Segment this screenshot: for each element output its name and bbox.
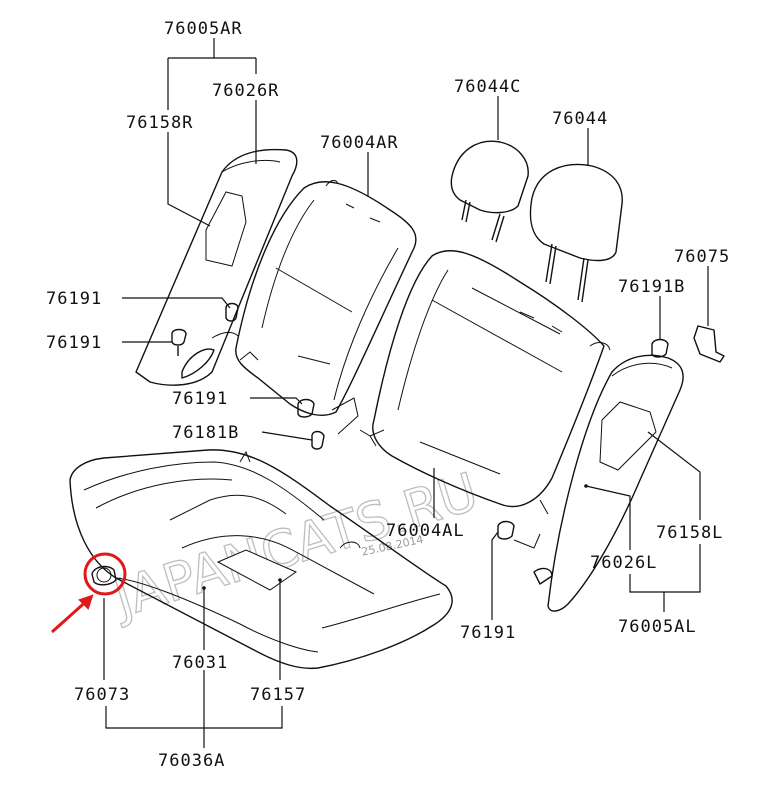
headrest-large <box>529 163 623 303</box>
part-label-76181B: 76181B <box>172 423 239 443</box>
part-label-76158L: 76158L <box>656 523 723 543</box>
part-label-76075: 76075 <box>674 247 730 267</box>
part-label-76191-b: 76191 <box>46 333 102 353</box>
part-label-76026R: 76026R <box>212 81 279 101</box>
part-label-76044: 76044 <box>552 109 608 129</box>
leader-dot <box>278 578 282 582</box>
part-label-76036A: 76036A <box>158 751 225 771</box>
seat-cushion <box>69 449 453 670</box>
part-label-76191-c: 76191 <box>172 389 228 409</box>
part-label-76158R: 76158R <box>126 113 193 133</box>
part-label-76005AL: 76005AL <box>618 617 697 637</box>
backrest-right <box>235 179 417 416</box>
clip-part-76073 <box>50 552 127 634</box>
highlight-circle <box>83 552 127 596</box>
headrest-small <box>450 140 529 243</box>
side-panel-left <box>533 354 684 612</box>
watermark-text: JAPANCATS.RU <box>105 462 485 630</box>
part-label-76031: 76031 <box>172 653 228 673</box>
backrest-left <box>359 249 611 515</box>
leader-dot <box>584 484 588 488</box>
part-label-76004AR: 76004AR <box>320 133 399 153</box>
part-label-76004AL: 76004AL <box>386 521 465 541</box>
part-label-76026L: 76026L <box>590 553 657 573</box>
leader-dot <box>202 586 206 590</box>
part-label-76044C: 76044C <box>454 77 521 97</box>
hardware-parts <box>171 302 725 549</box>
side-panel-right <box>135 148 298 386</box>
part-label-76191-a: 76191 <box>46 289 102 309</box>
leader-lines <box>103 38 709 748</box>
part-label-76191-d: 76191 <box>460 623 516 643</box>
part-label-76073: 76073 <box>74 685 130 705</box>
part-label-76157: 76157 <box>250 685 306 705</box>
part-label-76005AR: 76005AR <box>164 19 243 39</box>
part-label-76191B-right: 76191B <box>618 277 685 297</box>
